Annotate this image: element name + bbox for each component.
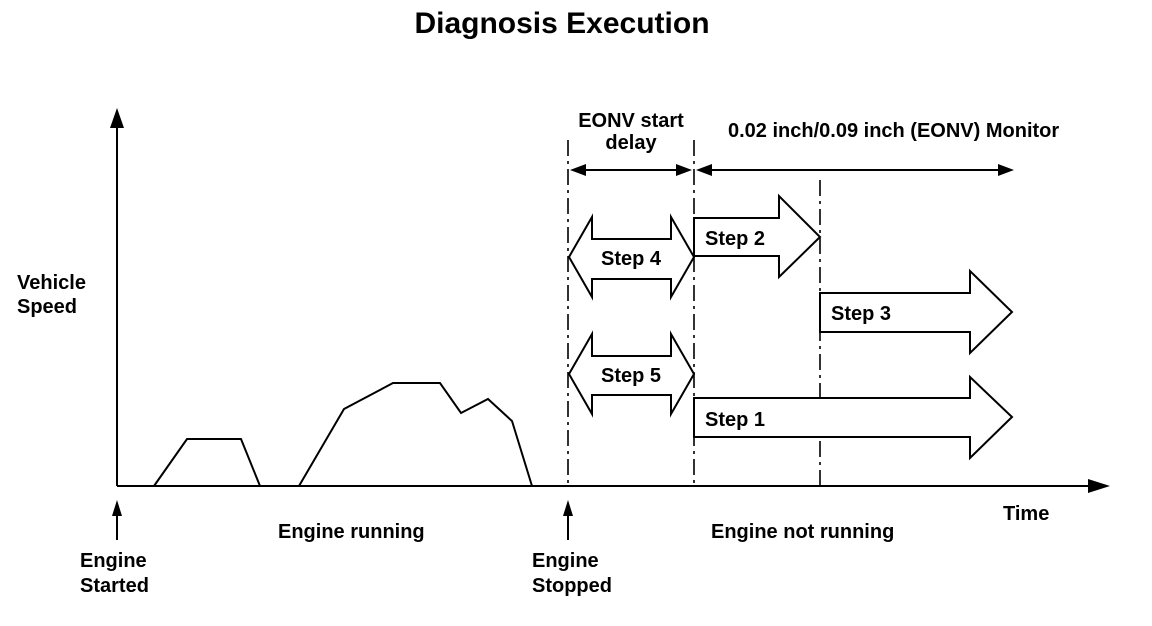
- y-axis-label-line2: Speed: [17, 296, 77, 318]
- start-delay-label-line2: delay: [605, 132, 657, 154]
- start-delay-span-arrow: [570, 164, 692, 176]
- step5-arrow: [567, 330, 696, 418]
- engine-stopped-label-line1: Engine: [532, 550, 599, 572]
- diagram-title: Diagnosis Execution: [414, 7, 709, 40]
- step2-label: Step 2: [705, 228, 765, 250]
- step1-arrow: [693, 374, 1014, 461]
- engine-started-label-line1: Engine: [80, 550, 147, 572]
- engine-not-running-label: Engine not running: [711, 521, 894, 543]
- monitor-label: 0.02 inch/0.09 inch (EONV) Monitor: [728, 120, 1059, 142]
- x-axis: [117, 479, 1110, 493]
- step1-label: Step 1: [705, 409, 765, 431]
- vehicle-speed-trace: [153, 438, 261, 487]
- x-axis-label: Time: [1003, 503, 1049, 525]
- monitor-span-arrow: [696, 164, 1014, 176]
- engine-stopped-label-line2: Stopped: [532, 575, 612, 597]
- engine-started-marker: [112, 500, 122, 540]
- engine-started-label-line2: Started: [80, 575, 149, 597]
- step5-label: Step 5: [601, 365, 661, 387]
- engine-running-label: Engine running: [278, 521, 425, 543]
- start-delay-label-line1: EONV start: [578, 110, 684, 132]
- step4-label: Step 4: [601, 248, 662, 270]
- y-axis-label-line1: Vehicle: [17, 272, 86, 294]
- y-axis: [110, 108, 124, 486]
- step3-label: Step 3: [831, 303, 891, 325]
- vehicle-speed-trace-2: [298, 382, 533, 487]
- step2-arrow: [693, 193, 822, 280]
- step3-arrow: [819, 268, 1014, 356]
- engine-stopped-marker: [563, 500, 573, 540]
